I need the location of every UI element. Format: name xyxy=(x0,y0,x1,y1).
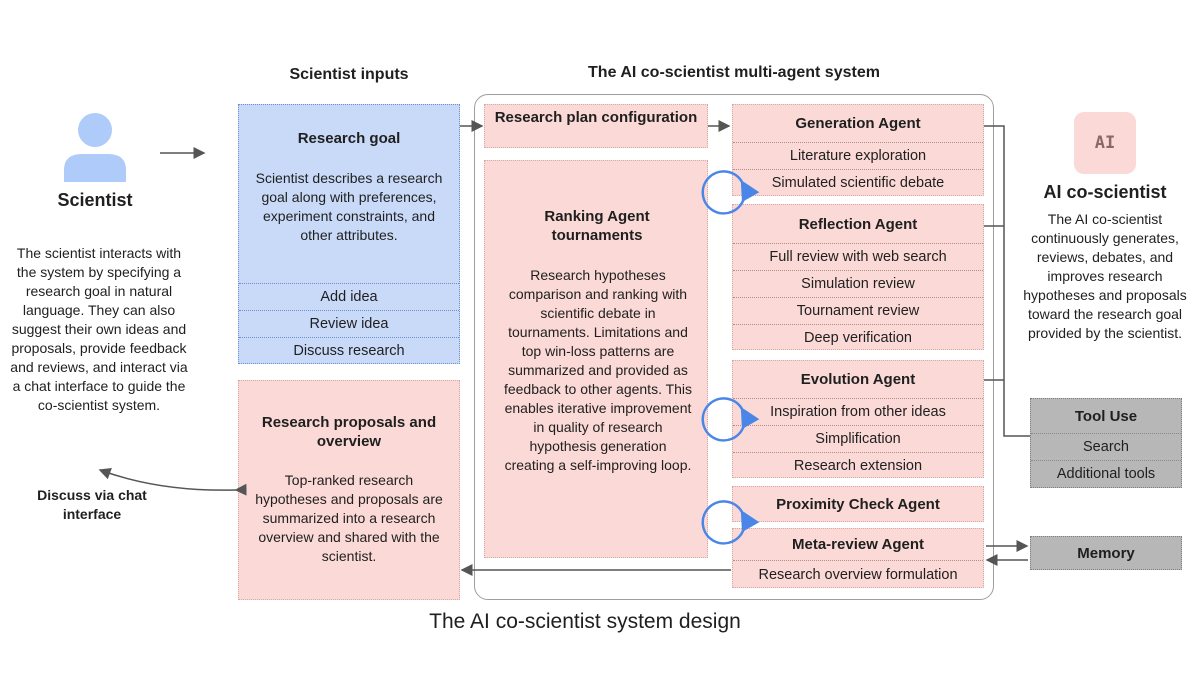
research-extension-item: Research extension xyxy=(733,452,983,478)
inspiration-item: Inspiration from other ideas xyxy=(733,398,983,425)
proximity-check-agent-title: Proximity Check Agent xyxy=(776,495,940,513)
scientist-title: Scientist xyxy=(57,190,133,210)
ranking-agent-description: Research hypotheses comparison and ranki… xyxy=(503,267,693,473)
add-idea-item[interactable]: Add idea xyxy=(239,283,459,310)
evolution-agent-title: Evolution Agent xyxy=(800,371,916,388)
review-idea-item[interactable]: Review idea xyxy=(239,310,459,337)
multi-agent-system-header: The AI co-scientist multi-agent system xyxy=(588,64,880,81)
diagram-caption: The AI co-scientist system design xyxy=(429,610,741,633)
chat-interface-arrow xyxy=(98,467,247,496)
research-proposals-title: Research proposals and overview xyxy=(261,414,437,450)
research-overview-formulation-item: Research overview formulation xyxy=(733,560,983,588)
search-tool-item: Search xyxy=(1031,433,1181,460)
ai-badge-icon: AI xyxy=(1074,112,1136,174)
research-goal-title: Research goal xyxy=(297,130,401,147)
tool-use-box: Tool Use Search Additional tools xyxy=(1030,398,1182,488)
meta-review-agent-title: Meta-review Agent xyxy=(792,536,924,553)
agents-to-tools-bus xyxy=(984,125,1030,437)
research-proposals-description: Top-ranked research hypotheses and propo… xyxy=(255,472,443,564)
discuss-research-item[interactable]: Discuss research xyxy=(239,337,459,364)
research-goal-description: Scientist describes a research goal alon… xyxy=(255,170,443,243)
tool-use-title: Tool Use xyxy=(1074,407,1138,425)
ranking-agent-box: Ranking Agent tournaments Research hypot… xyxy=(484,160,708,558)
loop-arrow-icon xyxy=(701,170,760,215)
research-plan-config-box: Research plan configuration xyxy=(484,104,708,148)
loop-arrow-icon xyxy=(701,500,760,545)
memory-title: Memory xyxy=(1077,544,1135,562)
full-review-item: Full review with web search xyxy=(733,243,983,270)
research-goal-box: Research goal Scientist describes a rese… xyxy=(238,104,460,364)
co-scientist-title: AI co-scientist xyxy=(1043,182,1167,202)
simplification-item: Simplification xyxy=(733,425,983,452)
multi-agent-system-container xyxy=(474,94,994,600)
simulation-review-item: Simulation review xyxy=(733,270,983,297)
generation-agent-box: Generation Agent Literature exploration … xyxy=(732,104,984,196)
loop-arrow-icon xyxy=(701,397,760,442)
memory-box: Memory xyxy=(1030,536,1182,570)
co-scientist-description: The AI co-scientist continuously generat… xyxy=(1023,211,1187,341)
scientist-person-icon xyxy=(62,110,128,182)
additional-tools-item: Additional tools xyxy=(1031,460,1181,487)
research-proposals-box: Research proposals and overview Top-rank… xyxy=(238,380,460,600)
literature-exploration-item: Literature exploration xyxy=(733,142,983,169)
meta-review-agent-box: Meta-review Agent Research overview form… xyxy=(732,528,984,588)
proximity-check-agent-box: Proximity Check Agent xyxy=(732,486,984,522)
scientist-description: The scientist interacts with the system … xyxy=(10,245,188,413)
simulated-debate-item: Simulated scientific debate xyxy=(733,169,983,196)
evolution-agent-box: Evolution Agent Inspiration from other i… xyxy=(732,360,984,478)
tournament-review-item: Tournament review xyxy=(733,297,983,324)
deep-verification-item: Deep verification xyxy=(733,324,983,350)
ranking-agent-title: Ranking Agent tournaments xyxy=(544,208,650,244)
reflection-agent-box: Reflection Agent Full review with web se… xyxy=(732,204,984,350)
ai-badge-label: AI xyxy=(1094,133,1116,153)
generation-agent-title: Generation Agent xyxy=(795,115,921,132)
research-plan-config-title: Research plan configuration xyxy=(494,109,698,126)
reflection-agent-title: Reflection Agent xyxy=(798,215,918,233)
scientist-inputs-header: Scientist inputs xyxy=(289,66,409,83)
